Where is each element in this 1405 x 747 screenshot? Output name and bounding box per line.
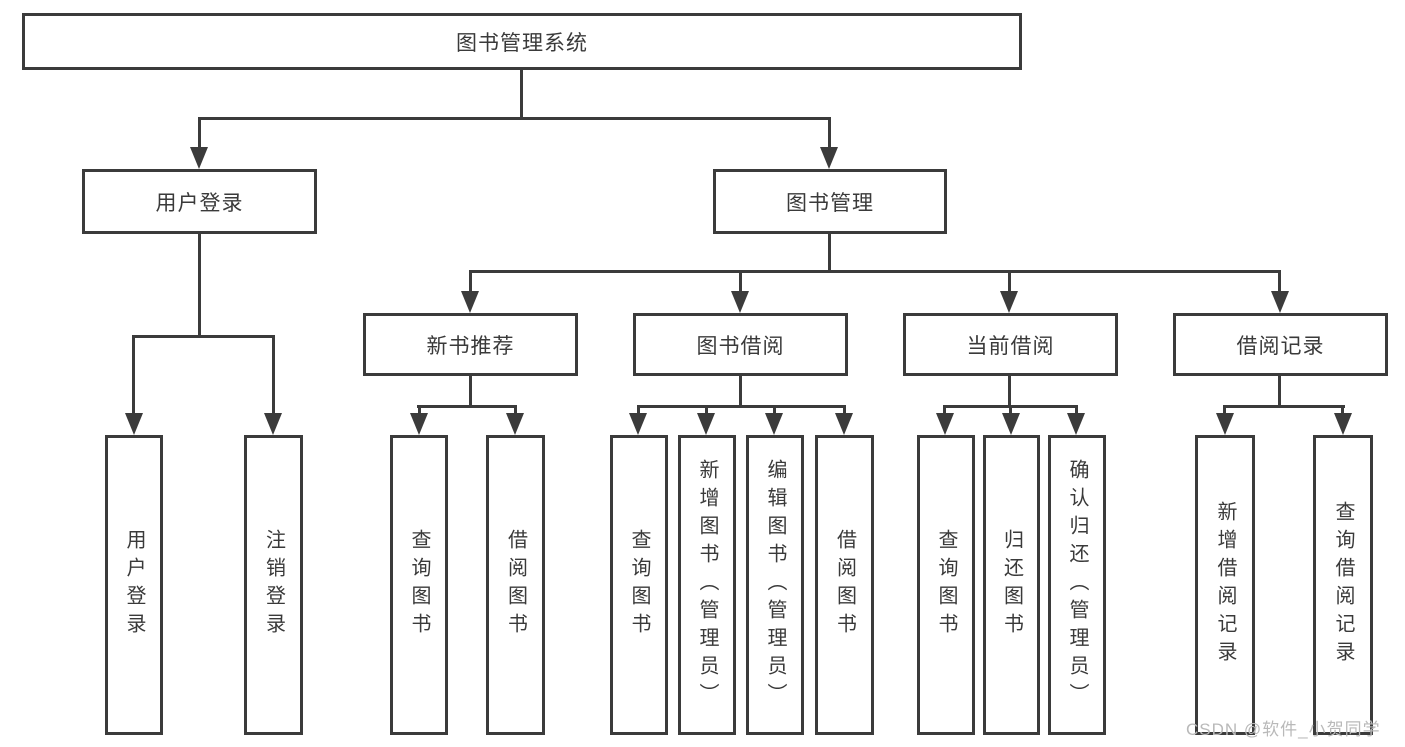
- leaf-logout-label: 注销登录: [262, 529, 285, 641]
- connector-leaf-drop: [773, 405, 776, 417]
- connector-group-stem: [739, 376, 742, 407]
- connector-group-bar: [1224, 405, 1345, 408]
- connector-level2-bar: [198, 117, 831, 120]
- arrow-down-icon: [1334, 413, 1352, 435]
- leaf-query-books-recommend: 查询图书: [390, 435, 448, 735]
- leaf-return-book: 归还图书: [983, 435, 1040, 735]
- leaf-add-borrow-record: 新增借阅记录: [1195, 435, 1255, 735]
- arrow-down-icon: [410, 413, 428, 435]
- arrow-down-icon: [461, 291, 479, 313]
- connector-leaf-drop: [943, 405, 946, 417]
- connector-leaf-drop: [705, 405, 708, 417]
- arrow-down-icon: [125, 413, 143, 435]
- node-book-management: 图书管理: [713, 169, 947, 234]
- connector-leaf-drop: [514, 405, 517, 417]
- leaf-query-borrow-record: 查询借阅记录: [1313, 435, 1373, 735]
- node-borrowing-records-label: 借阅记录: [1236, 334, 1325, 358]
- arrow-down-icon: [1002, 413, 1020, 435]
- connector-group-stem: [469, 376, 472, 407]
- connector-root-stem: [520, 69, 523, 117]
- node-new-book-recommendation-label: 新书推荐: [426, 334, 515, 358]
- leaf-edit-book-admin-label: 编辑图书（管理员）: [764, 459, 786, 711]
- leaf-confirm-return-admin-label: 确认归还（管理员）: [1066, 459, 1088, 711]
- arrow-down-icon: [1067, 413, 1085, 435]
- leaf-borrow-books-label: 借阅图书: [833, 529, 856, 641]
- csdn-watermark: CSDN @软件_小贺同学: [1186, 720, 1381, 739]
- leaf-logout: 注销登录: [244, 435, 303, 735]
- connector-user-login-stem: [198, 233, 201, 336]
- connector-leaf-drop: [1009, 405, 1012, 417]
- node-new-book-recommendation: 新书推荐: [363, 313, 578, 376]
- leaf-confirm-return-admin: 确认归还（管理员）: [1048, 435, 1106, 735]
- leaf-user-login-label: 用户登录: [123, 529, 145, 641]
- connector-leaf-drop: [637, 405, 640, 417]
- connector-leaf-drop: [272, 335, 275, 415]
- node-library-management-system-label: 图书管理系统: [456, 31, 588, 55]
- node-current-borrowing-label: 当前借阅: [966, 334, 1055, 358]
- leaf-query-borrow-record-label: 查询借阅记录: [1332, 501, 1354, 669]
- arrow-down-icon: [765, 413, 783, 435]
- connector-user-login-drop: [198, 117, 201, 150]
- connector-leaf-drop: [1075, 405, 1078, 417]
- arrow-down-icon: [936, 413, 954, 435]
- connector-level3-drop: [739, 270, 742, 293]
- leaf-add-book-admin: 新增图书（管理员）: [678, 435, 736, 735]
- node-library-management-system: 图书管理系统: [22, 13, 1022, 70]
- leaf-user-login: 用户登录: [105, 435, 163, 735]
- arrow-down-icon: [731, 291, 749, 313]
- connector-leaf-drop: [1341, 405, 1344, 417]
- connector-leaf-drop: [132, 335, 135, 415]
- arrow-down-icon: [1000, 291, 1018, 313]
- leaf-edit-book-admin: 编辑图书（管理员）: [746, 435, 804, 735]
- leaf-add-book-admin-label: 新增图书（管理员）: [696, 459, 718, 711]
- leaf-return-book-label: 归还图书: [1000, 529, 1023, 641]
- connector-level3-bar: [470, 270, 1281, 273]
- arrow-down-icon: [1271, 291, 1289, 313]
- leaf-borrow-books-recommend-label: 借阅图书: [504, 529, 527, 641]
- connector-group-stem: [1008, 376, 1011, 407]
- connector-level3-drop: [1008, 270, 1011, 293]
- arrow-down-icon: [190, 147, 208, 169]
- arrow-down-icon: [629, 413, 647, 435]
- leaf-borrow-books: 借阅图书: [815, 435, 874, 735]
- connector-leaf-drop: [843, 405, 846, 417]
- arrow-down-icon: [820, 147, 838, 169]
- connector-group-bar: [637, 405, 846, 408]
- leaf-add-borrow-record-label: 新增借阅记录: [1214, 501, 1236, 669]
- leaf-query-books-borrow-label: 查询图书: [628, 529, 650, 641]
- connector-leaf-drop: [418, 405, 421, 417]
- leaf-query-books-borrow: 查询图书: [610, 435, 668, 735]
- leaf-query-books-current-label: 查询图书: [935, 529, 957, 641]
- connector-user-login-bar: [132, 335, 274, 338]
- node-current-borrowing: 当前借阅: [903, 313, 1118, 376]
- connector-leaf-drop: [1223, 405, 1226, 417]
- arrow-down-icon: [1216, 413, 1234, 435]
- leaf-query-books-recommend-label: 查询图书: [408, 529, 430, 641]
- node-user-login: 用户登录: [82, 169, 317, 234]
- connector-group-stem: [1278, 376, 1281, 407]
- node-user-login-label: 用户登录: [155, 191, 244, 215]
- connector-level3-drop: [469, 270, 472, 293]
- node-book-borrowing-label: 图书借阅: [696, 334, 785, 358]
- connector-book-management-stem: [828, 233, 831, 273]
- node-book-borrowing: 图书借阅: [633, 313, 848, 376]
- node-book-management-label: 图书管理: [786, 191, 874, 215]
- connector-group-bar: [417, 405, 517, 408]
- arrow-down-icon: [264, 413, 282, 435]
- connector-level3-drop: [1278, 270, 1281, 293]
- arrow-down-icon: [506, 413, 524, 435]
- node-borrowing-records: 借阅记录: [1173, 313, 1388, 376]
- connector-book-management-drop: [828, 117, 831, 150]
- arrow-down-icon: [835, 413, 853, 435]
- leaf-query-books-current: 查询图书: [917, 435, 975, 735]
- leaf-borrow-books-recommend: 借阅图书: [486, 435, 545, 735]
- arrow-down-icon: [697, 413, 715, 435]
